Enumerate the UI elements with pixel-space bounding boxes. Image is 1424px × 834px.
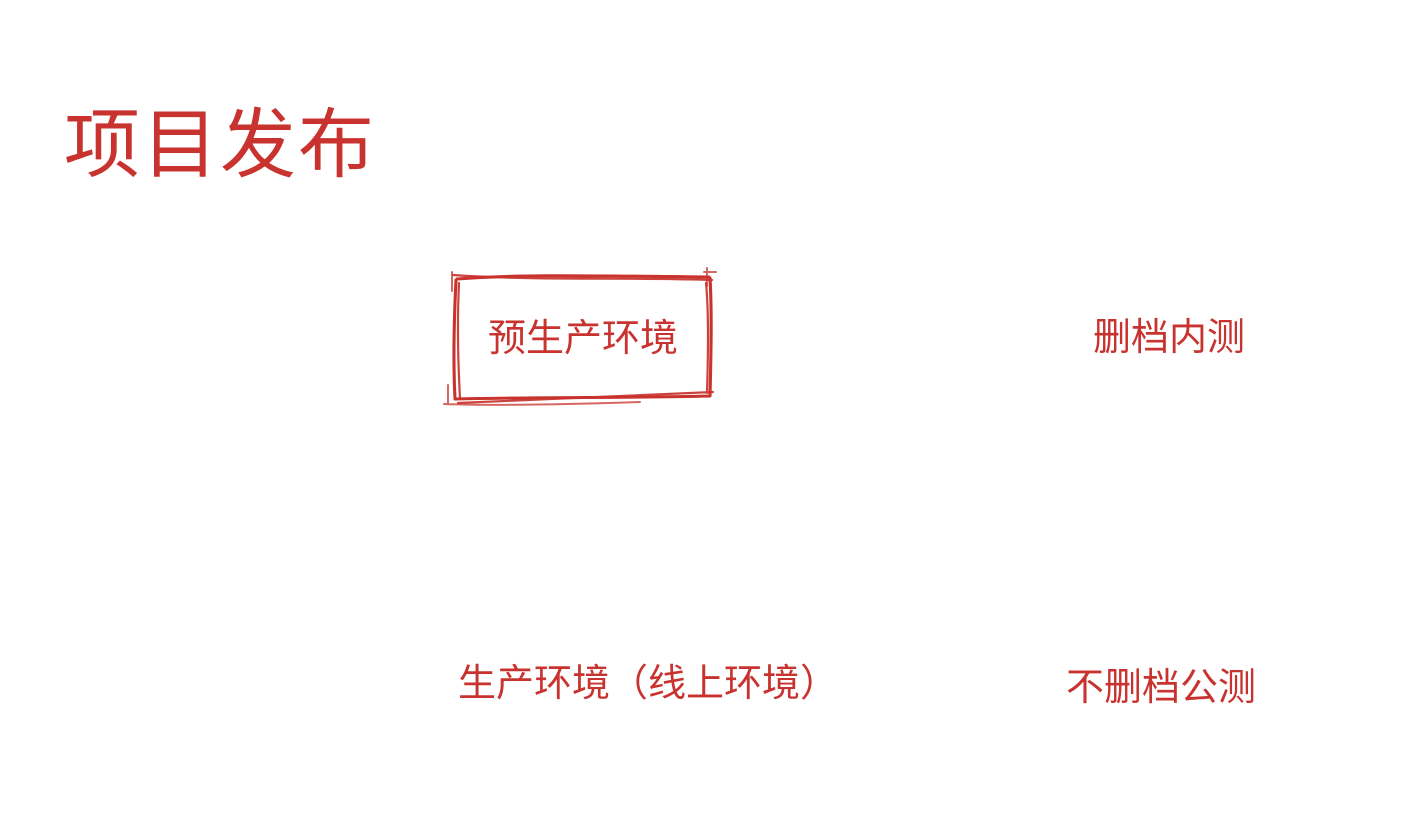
node-open-beta-label: 不删档公测	[1065, 667, 1257, 709]
node-closed-beta-label: 删档内测	[1092, 317, 1246, 359]
page-title: 项目发布	[64, 103, 376, 188]
node-pre-prod-label: 预生产环境	[487, 318, 679, 360]
node-production-label: 生产环境（线上环境）	[457, 663, 839, 705]
node-pre-prod-box[interactable]	[443, 267, 717, 406]
